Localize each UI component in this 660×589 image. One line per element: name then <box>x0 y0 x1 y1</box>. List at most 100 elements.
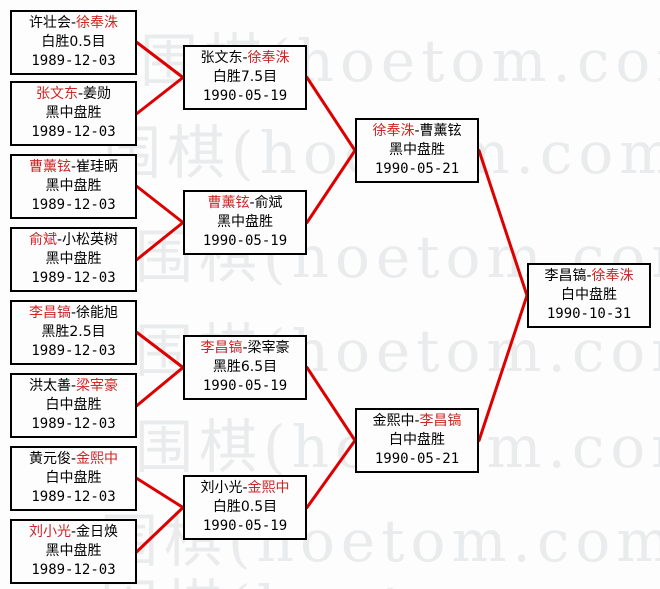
match-players: 曹薰铉-俞斌 <box>207 194 282 213</box>
match-box-r1-1: 许壮会-徐奉洙 白胜0.5目 1989-12-03 <box>10 10 137 75</box>
match-players: 徐奉洙-曹薰铉 <box>372 122 461 141</box>
players-separator: - <box>242 480 248 496</box>
match-box-r2-4: 刘小光-金熙中 白胜0.5目 1990-05-19 <box>183 475 307 540</box>
match-date: 1990-05-19 <box>202 88 288 104</box>
player2-name: 金熙中 <box>247 480 290 496</box>
connector-line <box>135 331 185 369</box>
player1-name: 洪太善 <box>28 378 71 394</box>
match-date: 1990-05-19 <box>202 378 288 394</box>
match-box-r1-6: 洪太善-梁宰豪 白中盘胜 1989-12-03 <box>10 373 137 438</box>
match-result: 白中盘胜 <box>561 287 617 303</box>
match-date: 1989-12-03 <box>31 53 116 69</box>
players-separator: - <box>414 123 420 139</box>
player1-name: 李昌镐 <box>200 340 243 356</box>
players-separator: - <box>249 195 255 211</box>
player1-name: 李昌镐 <box>28 305 71 321</box>
match-date: 1990-05-21 <box>374 161 460 177</box>
connector-line <box>305 366 357 442</box>
match-players: 黄元俊-金熙中 <box>29 450 118 469</box>
match-date: 1989-12-03 <box>31 124 116 140</box>
match-players: 李昌镐-徐奉洙 <box>544 267 633 286</box>
players-separator: - <box>242 340 248 356</box>
match-date: 1989-12-03 <box>31 416 116 432</box>
player2-name: 小松英树 <box>62 232 119 248</box>
match-date: 1989-12-03 <box>31 197 116 213</box>
match-result: 黑中盘胜 <box>389 142 445 158</box>
players-separator: - <box>70 378 77 394</box>
match-players: 李昌镐-徐能旭 <box>29 304 118 323</box>
players-separator: - <box>70 159 77 175</box>
connector-line <box>135 506 185 553</box>
match-date: 1989-12-03 <box>31 270 116 286</box>
match-players: 俞斌-小松英树 <box>29 231 118 250</box>
connector-line <box>135 185 185 224</box>
player2-name: 姜勋 <box>83 86 112 102</box>
match-players: 曹薰铉-崔珪昞 <box>29 158 118 177</box>
match-box-r2-2: 曹薰铉-俞斌 黑中盘胜 1990-05-19 <box>183 190 307 255</box>
player2-name: 崔珪昞 <box>76 159 119 175</box>
connector-line <box>135 366 185 407</box>
player1-name: 张文东 <box>200 50 243 66</box>
connector-line <box>135 477 185 509</box>
player2-name: 徐奉洙 <box>591 268 634 284</box>
players-separator: - <box>586 268 592 284</box>
match-players: 张文东-徐奉洙 <box>200 49 289 68</box>
player1-name: 曹薰铉 <box>207 195 250 211</box>
player2-name: 徐奉洙 <box>247 50 290 66</box>
player1-name: 俞斌 <box>28 232 57 248</box>
match-players: 洪太善-梁宰豪 <box>29 377 118 396</box>
player1-name: 刘小光 <box>200 480 243 496</box>
watermark-text: 围棋(hoetom.com) <box>100 578 660 589</box>
players-separator: - <box>242 50 248 66</box>
player1-name: 张文东 <box>35 86 78 102</box>
players-separator: - <box>77 86 84 102</box>
match-result: 白胜0.5目 <box>41 34 106 50</box>
match-date: 1989-12-03 <box>31 343 116 359</box>
match-box-sf-1: 徐奉洙-曹薰铉 黑中盘胜 1990-05-21 <box>355 118 479 183</box>
match-date: 1990-05-19 <box>202 518 288 534</box>
match-date: 1990-10-31 <box>546 306 632 322</box>
match-result: 黑中盘胜 <box>45 251 102 267</box>
match-result: 黑胜2.5目 <box>41 324 106 340</box>
players-separator: - <box>70 451 77 467</box>
match-result: 黑中盘胜 <box>45 543 102 559</box>
match-date: 1990-05-19 <box>202 233 288 249</box>
connector-line <box>135 41 185 79</box>
player1-name: 许壮会 <box>28 15 71 31</box>
match-result: 白中盘胜 <box>45 397 102 413</box>
player2-name: 李昌镐 <box>419 413 462 429</box>
match-date: 1989-12-03 <box>31 489 116 505</box>
match-result: 白中盘胜 <box>45 470 102 486</box>
match-box-r2-1: 张文东-徐奉洙 白胜7.5目 1990-05-19 <box>183 45 307 110</box>
match-box-r1-4: 俞斌-小松英树 黑中盘胜 1989-12-03 <box>10 227 137 292</box>
match-result: 黑中盘胜 <box>45 178 102 194</box>
match-players: 刘小光-金日焕 <box>29 523 118 542</box>
player1-name: 刘小光 <box>28 524 71 540</box>
players-separator: - <box>70 15 77 31</box>
connector-line <box>477 294 529 442</box>
match-box-r1-3: 曹薰铉-崔珪昞 黑中盘胜 1989-12-03 <box>10 154 137 219</box>
player2-name: 梁宰豪 <box>247 340 290 356</box>
match-players: 张文东-姜勋 <box>36 85 111 104</box>
match-box-r1-2: 张文东-姜勋 黑中盘胜 1989-12-03 <box>10 81 137 146</box>
player1-name: 徐奉洙 <box>372 123 415 139</box>
match-box-r1-5: 李昌镐-徐能旭 黑胜2.5目 1989-12-03 <box>10 300 137 365</box>
player1-name: 李昌镐 <box>544 268 587 284</box>
match-players: 刘小光-金熙中 <box>200 479 289 498</box>
player2-name: 梁宰豪 <box>76 378 119 394</box>
match-players: 李昌镐-梁宰豪 <box>200 339 289 358</box>
player2-name: 徐奉洙 <box>76 15 119 31</box>
connector-line <box>135 221 185 261</box>
player2-name: 徐能旭 <box>76 305 119 321</box>
match-box-r1-7: 黄元俊-金熙中 白中盘胜 1989-12-03 <box>10 446 137 511</box>
connector-line <box>305 76 357 152</box>
match-box-final: 李昌镐-徐奉洙 白中盘胜 1990-10-31 <box>527 263 651 328</box>
player2-name: 金熙中 <box>76 451 119 467</box>
player2-name: 俞斌 <box>254 195 283 211</box>
match-box-r1-8: 刘小光-金日焕 黑中盘胜 1989-12-03 <box>10 519 137 584</box>
player1-name: 金熙中 <box>372 413 415 429</box>
match-result: 白胜7.5目 <box>212 69 278 85</box>
players-separator: - <box>70 305 77 321</box>
